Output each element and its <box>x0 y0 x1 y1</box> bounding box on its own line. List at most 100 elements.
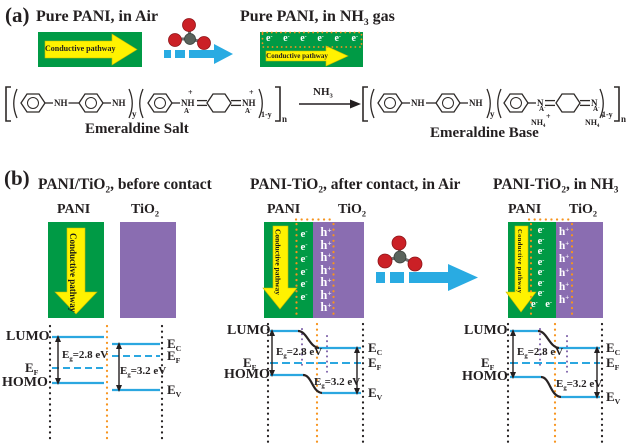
imine-n-label: N <box>537 97 544 108</box>
electron-layer-dotted-frame <box>261 31 363 48</box>
emeraldine-salt-label: Emeraldine Salt <box>85 121 189 137</box>
ammonium-label: NH4 <box>531 118 546 129</box>
electron-row: e- e- e- e- e- e- <box>266 32 358 44</box>
valence-band-label: EV <box>167 382 182 400</box>
conduction-band-label: EC <box>368 340 383 358</box>
electron-label: e- <box>317 32 324 44</box>
hole-label: h+ <box>320 287 332 302</box>
electron-label: e- <box>300 228 308 240</box>
electron-label: e- <box>537 235 545 247</box>
gas-flow-arrow <box>164 44 233 64</box>
conductive-pathway-label: Conductive pathway <box>45 43 116 53</box>
conductive-pathway-down-arrow <box>54 225 537 315</box>
amine-nh-label: NH <box>112 97 126 108</box>
emeraldine-base-label: Emeraldine Base <box>430 125 539 141</box>
electron-label: e- <box>537 245 545 257</box>
electron-label: e- <box>537 256 545 268</box>
electron-label: e- <box>537 266 545 278</box>
conductive-pathway-arrow-nh3 <box>265 45 349 67</box>
tio2-column-label: TiO2 <box>131 202 160 219</box>
electron-label: e- <box>300 240 308 253</box>
pani-column-label: PANI <box>267 202 301 217</box>
subscript-n: n <box>621 114 627 124</box>
electron-label: e- <box>266 32 273 44</box>
hole-label: h+ <box>558 253 570 266</box>
gas-molecule-icon <box>377 235 423 272</box>
amine-nh-label: NH <box>469 97 483 108</box>
panel3-electron-column: e- e- e- e- e- e- e- <box>534 225 548 299</box>
electron-label: e- <box>537 287 545 299</box>
subscript-n: n <box>282 114 288 124</box>
hole-label: h+ <box>320 250 332 264</box>
hole-label: h+ <box>558 226 570 238</box>
fermi-level-label: EF <box>167 348 181 366</box>
electron-label: e- <box>300 290 308 303</box>
counter-ion-label: A- <box>539 104 546 113</box>
section-a-tag: (a) <box>5 3 30 27</box>
valence-band-label: EV <box>368 385 383 403</box>
electron-label: e- <box>531 298 538 310</box>
conduction-band-label: EC <box>167 336 182 354</box>
bandgap-tio2-label: Eg=3.2 eV <box>120 365 167 379</box>
emeraldine-salt-structure <box>5 86 281 122</box>
amine-nh-label: NH <box>411 97 425 108</box>
homo-label: HOMO <box>224 367 270 382</box>
subscript-y: y <box>132 109 137 119</box>
bandgap-tio2-label: Eg=3.2 eV <box>314 376 361 390</box>
counter-ion-label: A- <box>245 106 252 115</box>
panel3-hole-column: h+ h+ h+ h+ h+ h+ <box>557 226 571 307</box>
plus-charge: + <box>546 112 551 121</box>
electron-label: e- <box>300 253 308 266</box>
counter-ion-label: A- <box>593 104 600 113</box>
lumo-label: LUMO <box>227 323 271 338</box>
subscript-y: y <box>490 109 495 119</box>
hole-label: h+ <box>320 275 332 289</box>
electron-label: e- <box>300 278 308 291</box>
valence-band-label: EV <box>606 389 621 407</box>
subscript-1-y: 1-y <box>261 110 272 119</box>
electron-label: e- <box>283 32 290 44</box>
lumo-label: LUMO <box>464 323 508 338</box>
conductive-pathway-arrow-air <box>44 33 138 66</box>
electron-label: e- <box>300 32 307 44</box>
section-a-title-air: Pure PANI, in Air <box>36 8 159 25</box>
hole-label: h+ <box>320 300 332 314</box>
bandgap-pani-label: Eg=2.8 eV <box>517 346 564 360</box>
conductive-pathway-label: Conductive pathway <box>273 229 283 296</box>
band-diagram-after-contact <box>266 322 365 444</box>
fermi-level-label: EF <box>481 355 495 373</box>
section-b-tag: (b) <box>4 166 30 190</box>
fermi-level-label: EF <box>243 355 257 373</box>
gas-flow-arrow <box>376 264 478 291</box>
fermi-level-label: EF <box>606 355 620 373</box>
panel2-tio2-box <box>313 222 364 318</box>
section-a-title-nh3: Pure PANI, in NH3 gas <box>240 8 395 28</box>
hole-label: h+ <box>558 280 570 293</box>
subscript-1-y: 1-y <box>602 110 613 119</box>
conductive-pathway-label: Conductive pathway <box>68 233 78 313</box>
lumo-label: LUMO <box>6 329 50 344</box>
imine-n-label: N <box>591 97 598 108</box>
counter-ion-label: A- <box>184 106 191 115</box>
conductive-pathway-label: Conductive pathway <box>516 229 523 294</box>
panel2-hole-column: h+ h+ h+ h+ h+ h+ h+ <box>319 226 333 314</box>
plus-charge: + <box>600 112 605 121</box>
panel1-tio2-box <box>120 222 176 318</box>
homo-label: HOMO <box>2 375 48 390</box>
ammonium-label: NH4 <box>585 118 600 129</box>
plus-charge: + <box>188 88 193 97</box>
emeraldine-base-structure <box>362 86 620 122</box>
hole-label: h+ <box>320 262 332 277</box>
electron-label: e- <box>545 298 552 310</box>
imine-nh-label: NH <box>242 97 256 108</box>
bandgap-pani-label: Eg=2.8 eV <box>276 346 323 360</box>
nh3-reaction-label: NH3 <box>313 86 333 100</box>
conduction-band-label: EC <box>606 340 621 358</box>
tio2-column-label: TiO2 <box>569 202 598 219</box>
panel3-tio2-box <box>556 222 603 318</box>
hole-label: h+ <box>558 294 570 307</box>
electron-label: e- <box>334 32 341 44</box>
bandgap-pani-label: Eg=2.8 eV <box>62 349 109 363</box>
